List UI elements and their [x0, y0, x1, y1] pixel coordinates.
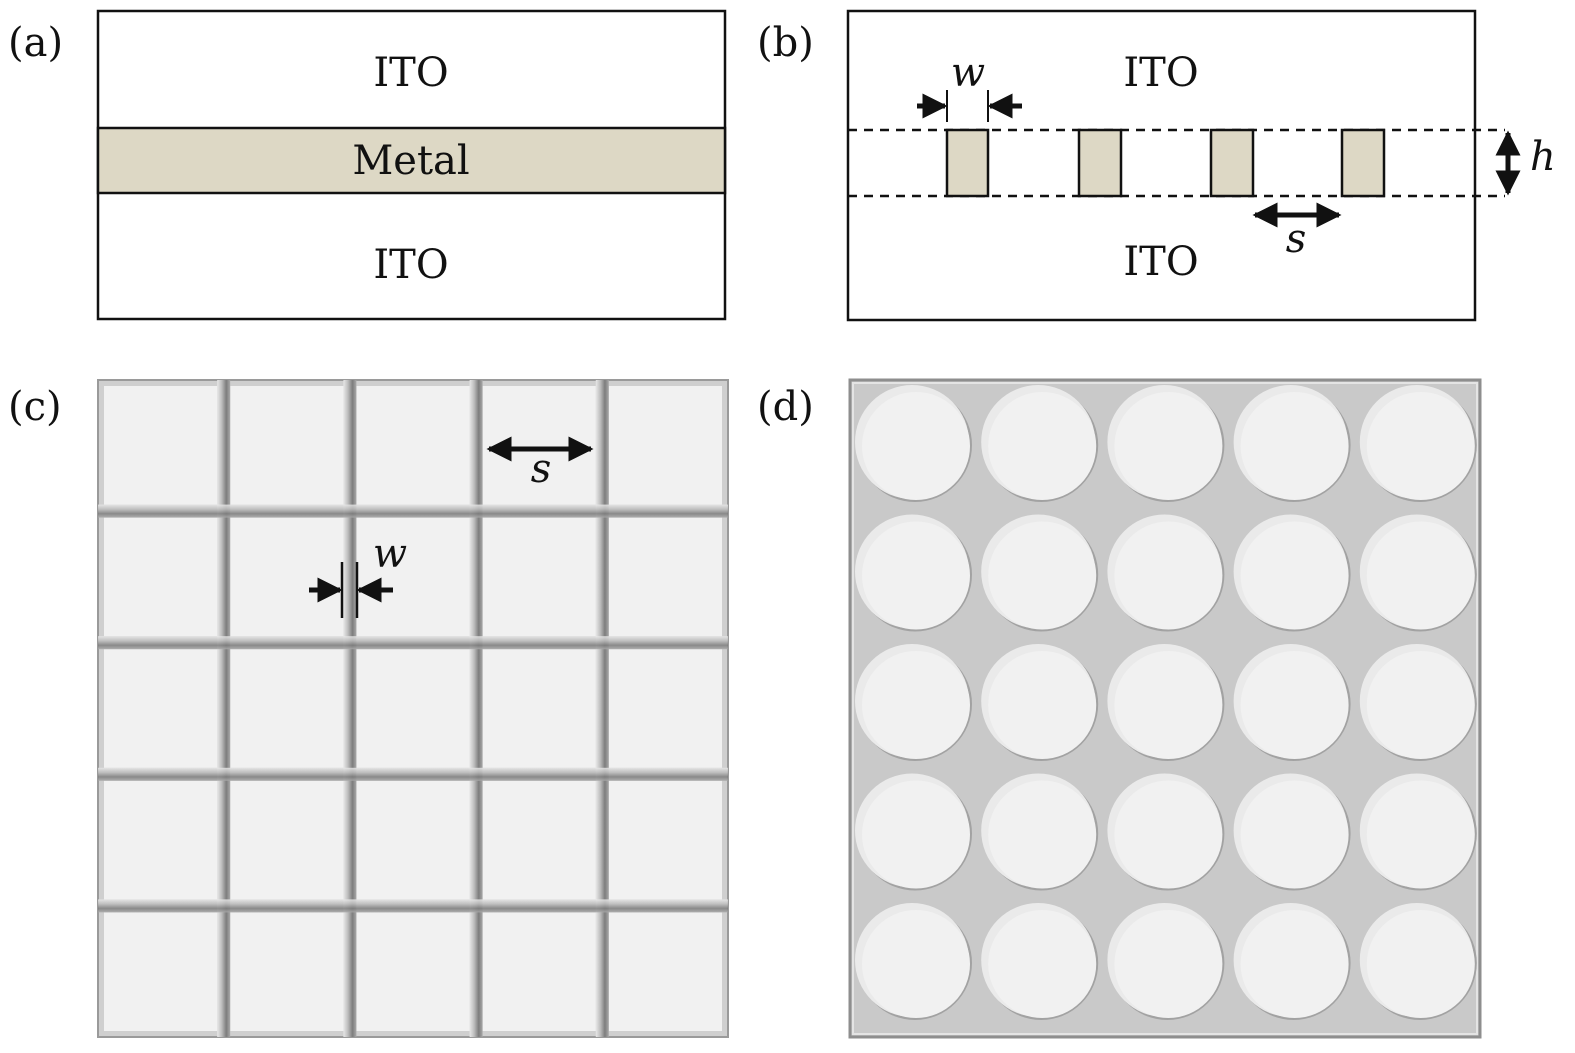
- hole: [1359, 514, 1477, 632]
- grid-cell: [608, 780, 722, 900]
- hole: [855, 773, 972, 891]
- grid-cell: [230, 912, 344, 1031]
- grid-cell: [104, 386, 218, 505]
- hole: [981, 903, 1099, 1020]
- metal-layer: [96, 126, 727, 195]
- grid-cell: [482, 912, 596, 1031]
- grid-cells: [104, 386, 722, 1031]
- height-symbol: h: [1530, 134, 1556, 180]
- grid-cell: [356, 649, 470, 768]
- grid-cell: [608, 649, 722, 768]
- grid-cell: [104, 649, 218, 768]
- grid-cell: [608, 517, 722, 637]
- hole: [1233, 903, 1351, 1020]
- grid-cell: [356, 386, 470, 505]
- hole: [1359, 644, 1477, 761]
- hole: [1359, 773, 1477, 891]
- hole: [1359, 903, 1477, 1020]
- hole: [1233, 644, 1351, 761]
- metal-strip-1: [945, 128, 990, 198]
- panel-c-tag: (c): [8, 384, 62, 430]
- hole: [981, 644, 1099, 761]
- width-symbol: w: [951, 50, 985, 96]
- hole: [1107, 903, 1225, 1020]
- grid-bar-horizontal: [98, 767, 728, 781]
- grid-cell: [230, 649, 344, 768]
- metal-strip-3: [1209, 128, 1255, 198]
- panel-b-tag: (b): [757, 20, 814, 66]
- grid-bar-vertical: [469, 380, 483, 1037]
- grid-cell: [356, 517, 470, 637]
- grid-cell: [482, 780, 596, 900]
- grid-cell: [608, 386, 722, 505]
- ito-top-label: ITO: [1123, 50, 1198, 96]
- grid-bar-horizontal: [98, 504, 728, 518]
- hole: [855, 903, 972, 1020]
- hole: [1233, 385, 1351, 502]
- hole: [1107, 644, 1225, 761]
- width-symbol: w: [373, 531, 407, 577]
- metal-strip-2: [1077, 128, 1123, 198]
- hole: [855, 644, 972, 761]
- ito-bottom-label: ITO: [373, 242, 448, 288]
- hole: [1233, 773, 1351, 891]
- grid-cell: [482, 649, 596, 768]
- metal-strip-4: [1340, 128, 1386, 198]
- hole: [1107, 385, 1225, 502]
- panel-d-tag: (d): [757, 384, 814, 430]
- grid-cell: [482, 517, 596, 637]
- ito-bottom-label: ITO: [1123, 239, 1198, 285]
- grid-cell: [356, 780, 470, 900]
- hole: [1233, 514, 1351, 632]
- panel-a-tag: (a): [8, 20, 63, 66]
- ito-top-label: ITO: [373, 50, 448, 96]
- metal-label: Metal: [352, 138, 469, 184]
- grid-cell: [104, 780, 218, 900]
- hole: [855, 385, 972, 502]
- grid-cell: [608, 912, 722, 1031]
- panel-c: (c) s w: [8, 379, 729, 1038]
- hole: [1359, 385, 1477, 502]
- panel-b: (b) ITO ITO w h s: [757, 9, 1556, 322]
- panel-d: (d): [757, 378, 1482, 1039]
- hole: [1107, 514, 1225, 632]
- grid-bar-vertical: [343, 380, 357, 1037]
- hole: [981, 385, 1099, 502]
- grid-bar-horizontal: [98, 899, 728, 913]
- hole: [981, 514, 1099, 632]
- grid-bar-vertical: [217, 380, 231, 1037]
- grid-cell: [230, 780, 344, 900]
- grid-bar-vertical: [595, 380, 609, 1037]
- hole: [855, 514, 972, 632]
- grid-cell: [356, 912, 470, 1031]
- grid-cell: [104, 912, 218, 1031]
- grid-bars: [98, 380, 728, 1037]
- spacing-symbol: s: [531, 446, 552, 492]
- spacing-symbol: s: [1286, 216, 1307, 262]
- mesh-plate-inner-edge: [852, 382, 1478, 1035]
- holes: [855, 385, 1477, 1020]
- grid-cell: [230, 517, 344, 637]
- grid-bar-horizontal: [98, 636, 728, 650]
- panel-a: (a) ITO Metal ITO: [8, 9, 727, 321]
- hole: [1107, 773, 1225, 891]
- hole: [981, 773, 1099, 891]
- grid-cell: [230, 386, 344, 505]
- grid-cell: [104, 517, 218, 637]
